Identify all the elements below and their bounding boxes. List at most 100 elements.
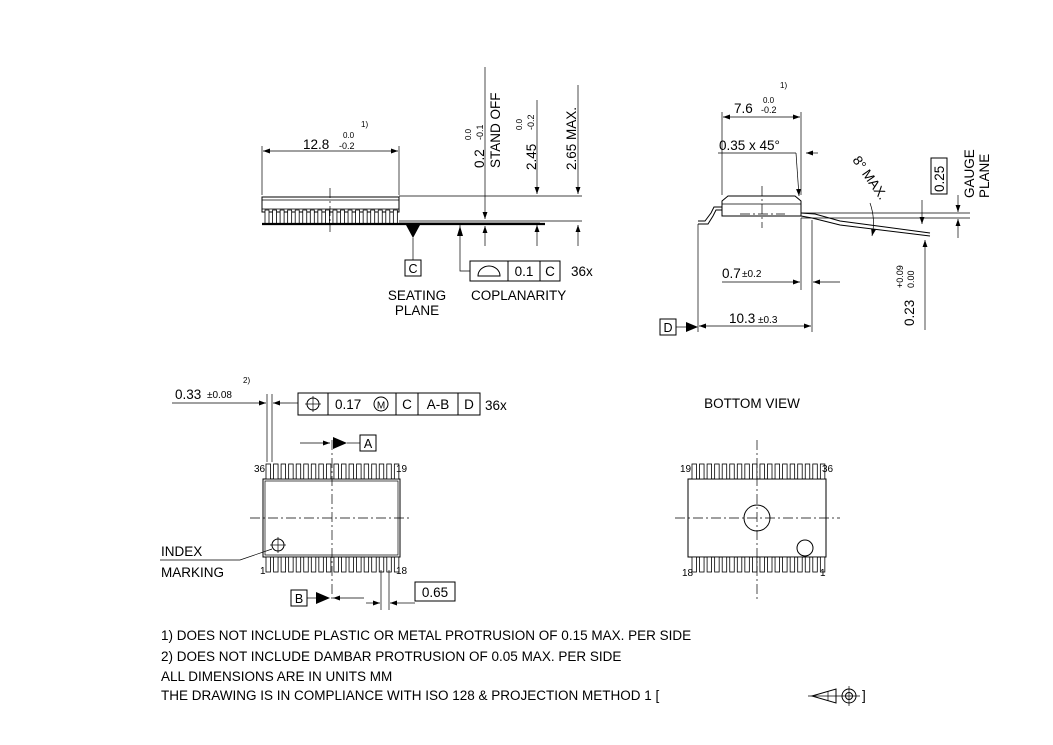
mmc-modifier-icon: [373, 396, 389, 412]
top-pin-36: 36: [254, 464, 266, 475]
datum-b-label: B: [295, 592, 303, 606]
standoff-label: STAND OFF: [488, 93, 503, 169]
angle-label: 8° MAX.: [850, 153, 891, 202]
bottom-lead-lower: [729, 556, 735, 573]
seating-label-1: SEATING: [388, 288, 446, 303]
bottom-lead-lower: [691, 556, 697, 573]
top-lead-upper: [356, 463, 362, 480]
top-lead-lower: [280, 556, 287, 573]
top-lead-upper: [265, 463, 271, 480]
datum-c-label: C: [408, 262, 417, 276]
lead-thickness-value: 0.23: [902, 300, 917, 326]
top-lead-lower: [303, 556, 309, 573]
position-count: 36x: [485, 398, 507, 413]
datum-d-label: D: [663, 321, 672, 335]
height-tol-lower: -0.2: [526, 114, 536, 130]
bottom-lead-upper: [789, 463, 796, 480]
side-lead: [294, 209, 300, 225]
top-lead-lower: [295, 556, 302, 573]
side-view: 12.8 0.0 -0.2 1) 0.2 0.0 -0.1 STAND OFF …: [261, 67, 593, 318]
index-label-1: INDEX: [161, 544, 202, 559]
standoff-value: 0.2: [472, 149, 487, 168]
end-width-note: 1): [780, 81, 787, 90]
top-lead-lower: [325, 556, 332, 573]
bottom-lead-lower: [789, 556, 796, 573]
bottom-lead-lower: [782, 556, 788, 573]
top-lead-upper: [295, 463, 302, 480]
side-lead: [362, 209, 368, 225]
position-datum-2: A-B: [427, 397, 450, 412]
bottom-lead-upper: [744, 463, 750, 480]
coplanarity-label: COPLANARITY: [471, 288, 566, 303]
top-pin-1: 1: [260, 566, 266, 577]
pin1-dimple-icon: [796, 539, 814, 557]
position-datum-3: D: [464, 397, 474, 412]
end-view: 8° MAX. 7.6 0.0 -0.2 1) 0.35 x 45° 0.25 …: [659, 81, 992, 336]
top-lead-lower: [273, 556, 279, 573]
lead-width-value: 0.33: [175, 387, 201, 402]
lead-width-tol: ±0.08: [207, 390, 232, 401]
position-value: 0.17: [335, 397, 361, 412]
bottom-lead-lower: [797, 556, 803, 573]
bottom-lead-lower: [706, 556, 712, 573]
lead-width-note: 2): [243, 376, 250, 385]
bottom-lead-upper: [752, 463, 758, 480]
end-package-body: [721, 195, 802, 217]
bottom-lead-upper: [699, 463, 705, 480]
side-lead: [370, 209, 376, 225]
chamfer-label: 0.35 x 45°: [719, 138, 780, 153]
gauge-box: [930, 157, 948, 195]
top-lead-lower: [341, 556, 347, 573]
bottom-lead-upper: [721, 463, 728, 480]
bottom-lead-upper: [767, 463, 773, 480]
bottom-lead-lower: [752, 556, 758, 573]
bottom-lead-upper: [819, 463, 826, 480]
datum-a-label: A: [364, 437, 373, 451]
bottom-lead-upper: [774, 463, 780, 480]
top-lead-upper: [325, 463, 332, 480]
bottom-lead-upper: [759, 463, 765, 480]
projection-method-icon: [808, 686, 860, 706]
side-lead: [385, 209, 391, 225]
top-lead-lower: [371, 556, 377, 573]
side-lead: [324, 209, 330, 225]
bottom-pin-19: 19: [680, 464, 692, 475]
top-lead-upper: [371, 463, 377, 480]
note-bracket-close: ]: [862, 688, 866, 703]
overall-width-value: 10.3: [729, 311, 755, 326]
top-lead-upper: [310, 463, 317, 480]
bottom-lead-lower: [759, 556, 765, 573]
end-width-tol-upper: 0.0: [763, 96, 775, 105]
position-modifier: M: [377, 401, 385, 412]
lead-thickness-tol-upper: +0.09: [895, 265, 905, 288]
bottom-pin-18: 18: [682, 568, 694, 579]
bottom-view-title: BOTTOM VIEW: [704, 396, 800, 411]
bottom-lead-upper: [782, 463, 788, 480]
top-lead-lower: [363, 556, 370, 573]
top-lead-lower: [310, 556, 317, 573]
bottom-view: BOTTOM VIEW 19 36 18 1: [675, 396, 840, 600]
bottom-lead-lower: [774, 556, 780, 573]
bottom-pin-36: 36: [822, 464, 834, 475]
top-lead-lower: [288, 556, 294, 573]
lead-thickness-tol-lower: 0.00: [906, 270, 916, 288]
side-lead: [355, 209, 361, 225]
top-lead-lower: [378, 556, 385, 573]
top-lead-upper: [378, 463, 385, 480]
note-2: 2) DOES NOT INCLUDE DAMBAR PROTRUSION OF…: [161, 649, 621, 664]
side-length-note: 1): [361, 120, 368, 129]
profile-surface-icon: [477, 265, 501, 277]
side-lead: [332, 209, 338, 225]
datum-a-box: [359, 434, 377, 452]
position-datum-1: C: [402, 397, 412, 412]
bottom-lead-upper: [729, 463, 735, 480]
top-view: INDEX MARKING 36 19 1 18 A B 0.65 0.33: [160, 376, 507, 610]
side-lead: [340, 209, 345, 225]
note-units: ALL DIMENSIONS ARE IN UNITS MM: [161, 669, 392, 684]
top-lead-upper: [393, 463, 400, 480]
end-width-value: 7.6: [734, 101, 753, 116]
side-lead: [264, 209, 270, 225]
top-lead-upper: [363, 463, 370, 480]
height-tol-upper: 0.0: [515, 118, 524, 130]
top-lead-lower: [265, 556, 271, 573]
